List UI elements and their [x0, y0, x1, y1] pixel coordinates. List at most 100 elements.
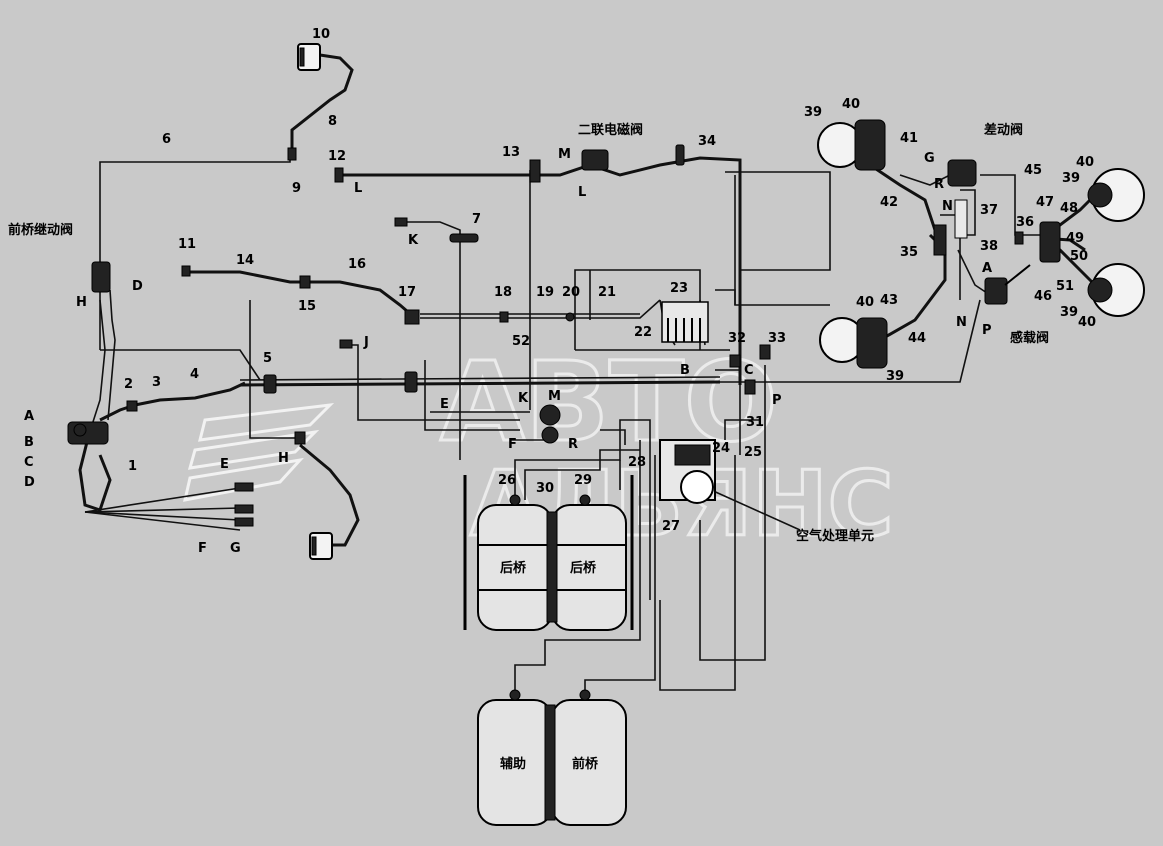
label-41: 41	[900, 131, 918, 146]
letter-K: K	[408, 233, 419, 248]
label-10: 10	[312, 27, 330, 42]
label-tank-auxiliary: 辅助	[500, 756, 526, 772]
label-29: 29	[574, 473, 592, 488]
letter-F-center: F	[508, 437, 517, 452]
label-40c: 40	[1076, 155, 1094, 170]
letter-E-center: E	[440, 397, 449, 412]
letter-P-right: P	[982, 323, 992, 338]
letter-R: R	[934, 177, 944, 192]
label-47: 47	[1036, 195, 1054, 210]
label-33: 33	[768, 331, 786, 346]
label-51: 51	[1056, 279, 1074, 294]
label-11: 11	[178, 237, 196, 252]
label-35: 35	[900, 245, 918, 260]
components	[67, 43, 1145, 826]
label-17: 17	[398, 285, 416, 300]
label-42: 42	[880, 195, 898, 210]
letter-G-right: G	[924, 151, 935, 166]
letter-H: H	[76, 295, 87, 310]
label-3: 3	[152, 375, 161, 390]
letter-F: F	[198, 541, 207, 556]
label-13: 13	[502, 145, 520, 160]
label-8: 8	[328, 114, 337, 129]
label-front-relay-valve: 前桥继动阀	[8, 222, 73, 238]
label-tank-rear-1: 后桥	[500, 560, 527, 576]
label-39d: 39	[1060, 305, 1078, 320]
letter-A-right: A	[982, 261, 992, 276]
label-40: 40	[842, 97, 860, 112]
label-25: 25	[744, 445, 762, 460]
label-12: 12	[328, 149, 346, 164]
label-6: 6	[162, 132, 171, 147]
label-19: 19	[536, 285, 554, 300]
letter-C: C	[24, 455, 34, 470]
label-28: 28	[628, 455, 646, 470]
load-sensing-valve	[984, 277, 1008, 305]
label-22: 22	[634, 325, 652, 340]
label-23: 23	[670, 281, 688, 296]
label-26: 26	[498, 473, 516, 488]
label-40d: 40	[1078, 315, 1096, 330]
label-44: 44	[908, 331, 926, 346]
chinese-labels: 前桥继动阀 二联电磁阀 差动阀 感载阀 空气处理单元 后桥 后桥 辅助 前桥	[8, 122, 1049, 772]
label-32: 32	[728, 331, 746, 346]
label-15: 15	[298, 299, 316, 314]
label-20: 20	[562, 285, 580, 300]
label-30: 30	[536, 481, 554, 496]
letter-E: E	[220, 457, 229, 472]
label-38: 38	[980, 239, 998, 254]
label-31: 31	[746, 415, 764, 430]
letter-A: A	[24, 409, 34, 424]
label-14: 14	[236, 253, 254, 268]
letter-C-center: C	[744, 363, 754, 378]
letter-G: G	[230, 541, 241, 556]
label-2: 2	[124, 377, 133, 392]
letter-H-bottom: H	[278, 451, 289, 466]
label-5: 5	[263, 351, 272, 366]
label-46: 46	[1034, 289, 1052, 304]
label-27: 27	[662, 519, 680, 534]
label-21: 21	[598, 285, 616, 300]
label-16: 16	[348, 257, 366, 272]
label-39c: 39	[1062, 171, 1080, 186]
label-50: 50	[1070, 249, 1088, 264]
label-34: 34	[698, 134, 716, 149]
label-52: 52	[512, 334, 530, 349]
letter-M-center: M	[548, 389, 561, 404]
label-43: 43	[880, 293, 898, 308]
label-49: 49	[1066, 231, 1084, 246]
label-45: 45	[1024, 163, 1042, 178]
connection-letters: A B C D D E E F F G G H H J K K L L M M …	[24, 147, 992, 556]
label-37: 37	[980, 203, 998, 218]
label-7: 7	[472, 212, 481, 227]
letter-B: B	[24, 435, 34, 450]
brake-valve	[67, 421, 109, 445]
letter-D-top: D	[132, 279, 143, 294]
label-1: 1	[128, 459, 137, 474]
label-differential-valve: 差动阀	[984, 122, 1023, 138]
letter-L: L	[354, 181, 362, 196]
part-number-labels: 1 2 3 4 5 6 7 8 9 10 11 12 13 14 15 16 1…	[124, 27, 1096, 534]
label-39: 39	[804, 105, 822, 120]
letter-P: P	[772, 393, 782, 408]
letter-B-center: B	[680, 363, 690, 378]
label-48: 48	[1060, 201, 1078, 216]
label-24: 24	[712, 441, 730, 456]
label-tank-rear-2: 后桥	[570, 560, 597, 576]
letter-N: N	[942, 199, 953, 214]
label-39b: 39	[886, 369, 904, 384]
label-18: 18	[494, 285, 512, 300]
pipe-network	[78, 53, 1097, 691]
svg-text:АВТО: АВТО	[440, 338, 778, 466]
letter-N-lower: N	[956, 315, 967, 330]
differential-valve	[947, 159, 977, 187]
letter-M: M	[558, 147, 571, 162]
letter-D: D	[24, 475, 35, 490]
label-40b: 40	[856, 295, 874, 310]
label-dual-solenoid: 二联电磁阀	[578, 122, 643, 138]
label-tank-front: 前桥	[572, 756, 599, 772]
label-load-sensing-valve: 感载阀	[1010, 330, 1049, 346]
dual-solenoid-valve	[581, 149, 609, 171]
letter-K-center: K	[518, 391, 529, 406]
